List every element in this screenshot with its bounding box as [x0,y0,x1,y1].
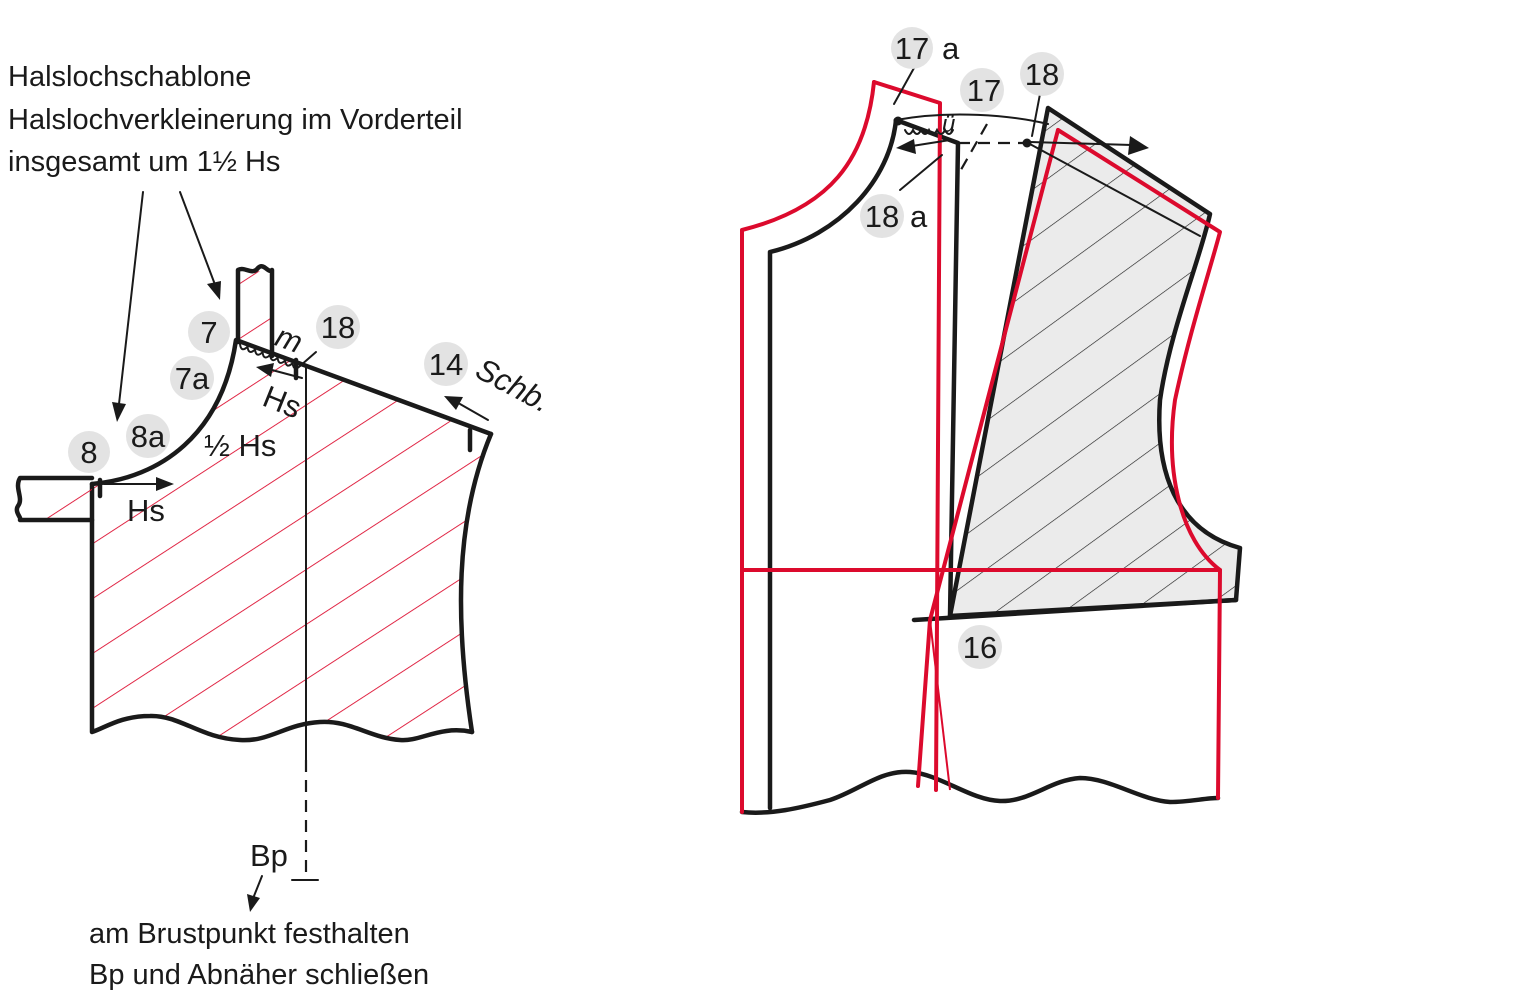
point-18a-number: 18 [865,199,899,234]
point-17-badge [960,68,1004,112]
left-caption-line-1: Halslochschablone [8,61,251,93]
half-hs-label: ½ Hs [204,428,276,463]
front-bodice-piece [89,337,494,743]
point-8a-badge [126,414,170,458]
bottom-caption: am Brustpunkt festhalten Bp und Abnäher … [89,918,429,991]
schb-label: Schb. [470,351,556,419]
center-panel-outline [739,117,1239,815]
point-18-label: 18 [321,310,355,345]
point-8-badge [68,431,110,473]
point-17a-suffix: a [942,31,960,66]
right-panel: 17 a 17 18 18 a 16 ü [739,27,1243,815]
point-7-badge [188,311,230,353]
center-front-strip [14,475,95,523]
point-16-label: 16 [963,630,997,665]
u-label: ü [942,111,955,138]
point-18-right-label: 18 [1025,57,1059,92]
point-14-label: 14 [429,347,463,382]
point-17a-badge [891,27,933,69]
left-panel: Halslochschablone Halslochverkleinerung … [8,61,557,991]
left-caption: Halslochschablone Halslochverkleinerung … [8,61,471,178]
bottom-caption-line-2: Bp und Abnäher schließen [89,959,429,991]
point-16-badge [958,625,1002,669]
bottom-caption-line-1: am Brustpunkt festhalten [89,918,410,950]
left-caption-line-2: Halslochverkleinerung im Vorderteil [8,104,463,136]
neck-template-strip [235,264,275,359]
point-18a-suffix: a [910,199,928,234]
point-8a-label: 8a [131,419,166,454]
point-18-right-badge [1020,52,1064,96]
point-18-badge [316,305,360,349]
point-8-label: 8 [80,435,97,470]
side-panel-shaded [947,105,1243,619]
point-7a-label: 7a [175,361,210,396]
hs-bottom-label: Hs [127,493,165,528]
point-14-badge [424,342,468,386]
caption-pointer-arrows [112,191,221,422]
point-7a-badge [170,356,214,400]
point-17-label: 17 [967,73,1001,108]
point-7-label: 7 [200,315,217,350]
bp-label: Bp [250,838,288,873]
original-pattern-red [740,80,1222,814]
point-18a-badge [860,194,904,238]
point-17a-number: 17 [895,31,929,66]
left-caption-line-3: insgesamt um 1½ Hs [8,146,280,178]
